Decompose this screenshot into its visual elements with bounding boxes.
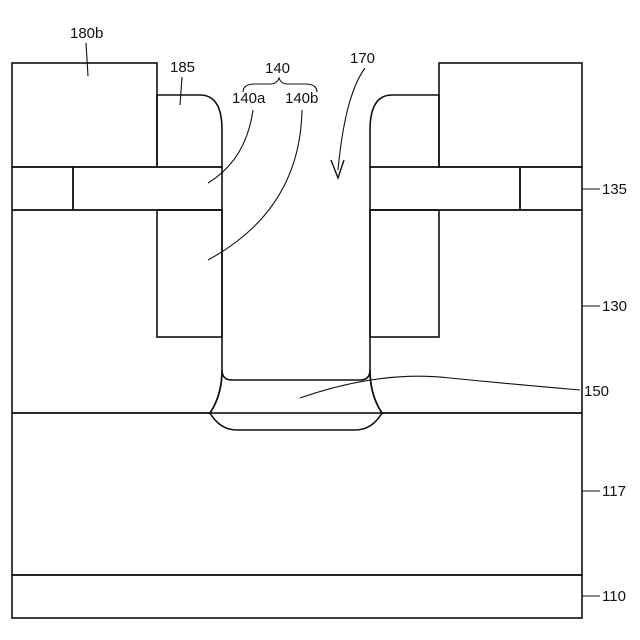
region-185-right [370, 95, 439, 167]
label-180b: 180b [70, 25, 103, 42]
label-140a: 140a [232, 90, 266, 107]
label-110: 110 [602, 588, 626, 605]
leader-185 [180, 77, 182, 105]
label-185: 185 [170, 59, 195, 76]
label-140: 140 [265, 60, 290, 77]
label-170: 170 [350, 50, 375, 67]
leader-140a [208, 110, 253, 183]
label-140b: 140b [285, 90, 318, 107]
region-140b-left [157, 210, 222, 337]
leader-180b [86, 43, 88, 76]
arrow-170 [338, 68, 365, 170]
label-130: 130 [602, 298, 627, 315]
arrow-170-head [331, 160, 344, 178]
layer-135-right-end [520, 167, 582, 210]
layer-110 [12, 575, 582, 618]
region-140b-right [370, 210, 439, 337]
layer-135-left-end [12, 167, 73, 210]
region-140a-left [73, 167, 222, 210]
layer-130-left [12, 210, 222, 413]
label-150: 150 [584, 383, 609, 400]
region-180b-left [12, 63, 157, 167]
layer-117 [12, 413, 582, 575]
label-135: 135 [602, 181, 627, 198]
layer-130-right [370, 210, 582, 413]
region-140a-right [370, 167, 520, 210]
region-150 [210, 370, 382, 430]
region-180b-right [439, 63, 582, 167]
label-117: 117 [602, 483, 626, 500]
region-185-left [157, 95, 222, 167]
